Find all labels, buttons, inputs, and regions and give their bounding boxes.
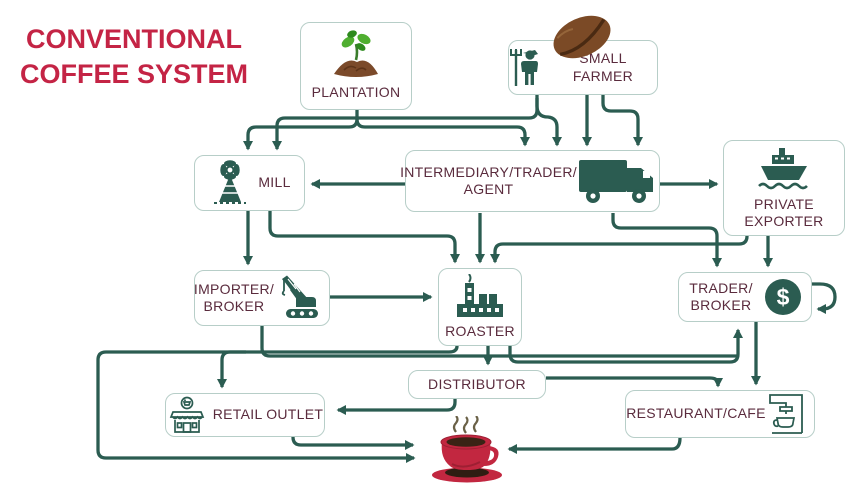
- intermediary-line-1: INTERMEDIARY/TRADER/: [400, 163, 577, 180]
- diagram-title: CONVENTIONAL COFFEE SYSTEM: [14, 22, 254, 92]
- node-label: PRIVATE EXPORTER: [744, 196, 823, 231]
- coffee-cup-icon: [432, 416, 502, 483]
- private-exporter-line-2: EXPORTER: [744, 213, 824, 229]
- crane-icon: [281, 275, 319, 318]
- node-label: INTERMEDIARY/TRADER/ AGENT: [400, 164, 577, 199]
- node-roaster: ROASTER: [438, 268, 522, 346]
- edge-plantation-mill: [243, 110, 359, 151]
- trader-line-1: TRADER/: [689, 279, 753, 296]
- edge-roaster-retailoutlet: [217, 350, 246, 389]
- coffee-bean-icon: [553, 15, 611, 59]
- node-label: DISTRIBUTOR: [428, 375, 526, 392]
- node-label: RESTAURANT/CAFE: [626, 405, 766, 422]
- edge-smallfarmer-intermediary-a: [535, 98, 562, 147]
- edge-retailoutlet-consumer: [291, 436, 415, 450]
- trader-line-2: BROKER: [690, 297, 752, 313]
- node-label: RETAIL OUTLET: [212, 406, 324, 423]
- node-plantation: PLANTATION: [300, 22, 412, 110]
- importer-line-2: BROKER: [203, 298, 265, 314]
- node-label: TRADER/ BROKER: [679, 280, 763, 315]
- node-label: IMPORTER/ BROKER: [194, 281, 274, 316]
- edge-mill-roaster: [268, 211, 460, 264]
- node-private-exporter: PRIVATE EXPORTER: [723, 140, 845, 236]
- seedling-soil-icon: [334, 30, 378, 78]
- node-label: SMALL FARMER: [572, 50, 634, 84]
- private-exporter-line-1: PRIVATE: [754, 195, 814, 212]
- node-distributor: DISTRIBUTOR: [408, 370, 546, 399]
- factory-icon: [457, 273, 503, 317]
- coffee-machine-icon: [769, 394, 803, 434]
- edge-distributor-restaurantcafe: [546, 376, 723, 388]
- edge-roaster-traderbroker: [508, 328, 743, 364]
- node-label: PLANTATION: [311, 84, 401, 101]
- node-restaurant-cafe: RESTAURANT/CAFE: [625, 390, 815, 438]
- node-trader-broker: TRADER/ BROKER $: [678, 272, 812, 322]
- importer-line-1: IMPORTER/: [193, 280, 275, 297]
- dollar-glyph: $: [777, 284, 790, 310]
- farmer-icon: [510, 48, 538, 86]
- node-retail-outlet: RETAIL OUTLET: [165, 393, 325, 437]
- intermediary-line-2: AGENT: [463, 181, 514, 197]
- edge-importerbroker-bus-east: [260, 326, 738, 358]
- node-intermediary: INTERMEDIARY/TRADER/ AGENT: [400, 150, 660, 212]
- edge-distributor-retailoutlet: [336, 399, 457, 415]
- edge-smallfarmer-intermediary-c: [601, 95, 643, 147]
- truck-icon: [578, 160, 653, 203]
- edge-traderbroker-selfloop: [812, 282, 837, 314]
- store-icon: [169, 396, 205, 433]
- edge-smallfarmer-mill: [272, 95, 539, 151]
- node-label: ROASTER: [445, 322, 515, 339]
- windmill-icon: [214, 160, 247, 204]
- ship-icon: [758, 147, 808, 189]
- edge-privateexporter-roaster: [490, 235, 749, 264]
- edge-restaurantcafe-consumer: [507, 437, 682, 454]
- title-line-1: CONVENTIONAL: [26, 24, 242, 54]
- node-importer-broker: IMPORTER/ BROKER: [194, 270, 330, 326]
- edge-intermediary-traderbroker: [611, 213, 722, 268]
- node-mill: MILL: [194, 155, 305, 211]
- edge-roaster-consumer: [96, 345, 459, 463]
- edge-plantation-intermediary: [355, 118, 530, 147]
- dollar-circle-icon: $: [765, 279, 801, 315]
- title-line-2: COFFEE SYSTEM: [19, 59, 249, 90]
- node-label: MILL: [258, 174, 291, 191]
